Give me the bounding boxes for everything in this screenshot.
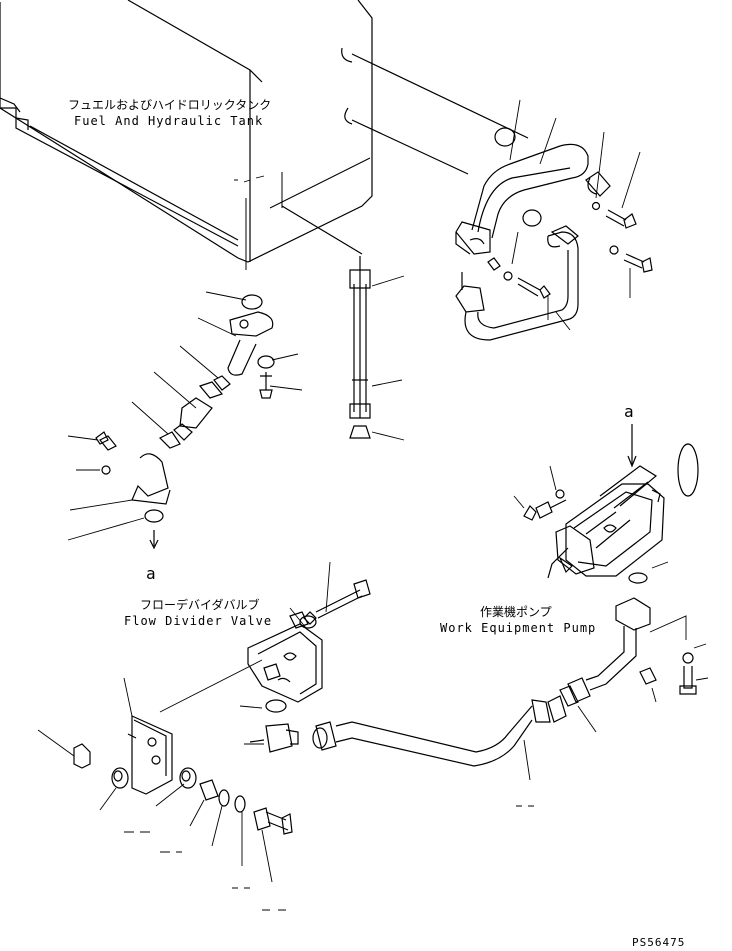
suction-hose [68, 292, 302, 548]
o-ring [145, 510, 163, 522]
pump-label-jp: 作業機ポンプ [480, 605, 552, 619]
ref-a-top: a [624, 402, 635, 421]
tank-label-en: Fuel And Hydraulic Tank [74, 114, 264, 128]
suction-tubes [352, 54, 652, 340]
delivery-hose [313, 598, 708, 780]
pump-label-en: Work Equipment Pump [440, 621, 597, 635]
tank-label-jp: フュエルおよびハイドロリックタンク [68, 98, 272, 112]
drawing-number: PS56475 [632, 936, 686, 949]
o-ring [300, 616, 316, 628]
valve-bracket [38, 176, 534, 910]
valve-label-en: Flow Divider Valve [124, 614, 273, 628]
o-ring [266, 700, 286, 712]
ref-a-bottom: a [146, 564, 157, 583]
sight-gauge [282, 206, 404, 440]
flow-divider-valve [160, 562, 370, 752]
o-ring [629, 573, 647, 583]
o-ring [242, 295, 262, 309]
o-ring [678, 444, 698, 496]
work-equipment-pump [514, 424, 698, 583]
o-ring [523, 210, 541, 226]
valve-label-jp: フローデバイダバルブ [140, 598, 260, 612]
tank [0, 0, 372, 270]
o-ring [495, 128, 515, 146]
